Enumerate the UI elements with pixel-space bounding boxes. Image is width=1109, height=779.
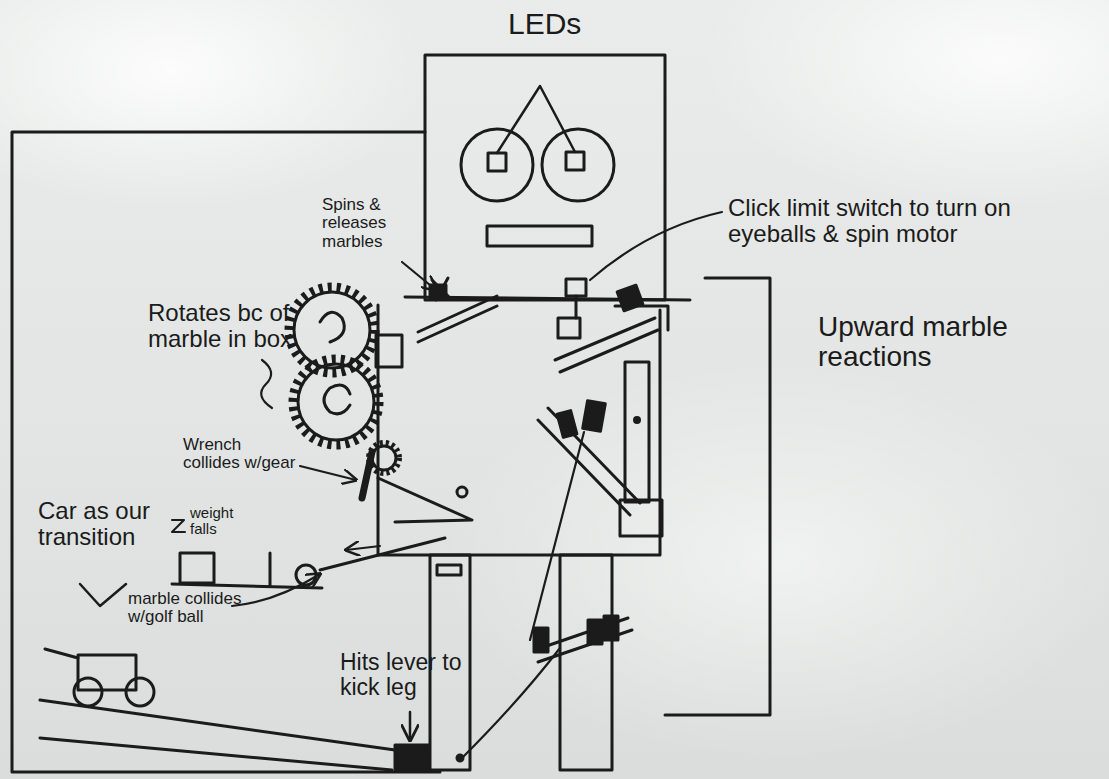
rotation-arrow: [320, 312, 344, 342]
led-wire: [497, 86, 575, 153]
lever-block: [395, 745, 429, 770]
robot-leg: [560, 555, 612, 770]
callout-label: Car as our transition: [38, 498, 178, 550]
car-wheel: [126, 678, 154, 706]
callout-label: Rotates bc of marble in box: [148, 300, 298, 352]
car-line: [45, 649, 78, 658]
ramp: [418, 306, 497, 342]
leg-part: [437, 565, 461, 575]
callout-label: Click limit switch to turn on eyeballs &…: [728, 195, 1088, 247]
ramp: [418, 296, 497, 332]
leader-arrow: [402, 262, 436, 290]
eye-circle: [542, 129, 614, 201]
leader-arrow: [80, 584, 126, 606]
bracket: [665, 278, 770, 715]
robot-mouth: [487, 226, 592, 246]
callout-label: marble collides w/golf ball: [128, 590, 256, 627]
pivot-dot: [457, 755, 463, 761]
weight-box: [180, 553, 214, 583]
motor-block: [617, 285, 643, 311]
domino: [534, 628, 548, 652]
domino: [557, 411, 577, 438]
direction-arrow: [346, 546, 380, 550]
robot-body: [378, 305, 660, 555]
car-ramp: [40, 700, 395, 770]
callout-label: weight falls: [190, 505, 252, 537]
wrench: [362, 452, 372, 498]
upward-column: [625, 362, 649, 502]
marble: [457, 487, 467, 497]
catch-box: [620, 500, 662, 536]
gear-teeth: [293, 359, 379, 445]
marble: [635, 418, 640, 423]
car-wheel: [74, 678, 102, 706]
limit-switch: [566, 279, 586, 296]
callout-label: Hits lever to kick leg: [340, 650, 480, 700]
callout-label: Wrench collides w/gear: [183, 436, 301, 473]
eye-led: [566, 152, 584, 170]
rotation-arrow: [324, 385, 350, 414]
marble-box: [376, 335, 402, 367]
leader-arrow: [300, 466, 356, 480]
marble-box: [558, 318, 580, 338]
robot-head: [425, 55, 665, 300]
string-line: [530, 432, 584, 640]
eye-circle: [461, 129, 533, 201]
section-label: Upward marble reactions: [818, 312, 1058, 372]
domino: [583, 401, 606, 432]
pull-string: [462, 648, 560, 758]
leader-arrow: [232, 574, 320, 606]
scribble-mark: [172, 520, 185, 532]
leader-line: [261, 360, 272, 408]
domino: [588, 620, 602, 644]
small-gear: [372, 446, 396, 470]
gear: [298, 364, 374, 440]
switch-stem: [575, 296, 578, 318]
eye-led: [488, 153, 506, 171]
ramp: [555, 318, 658, 372]
leader-line: [590, 212, 722, 280]
upright-post: [269, 553, 272, 586]
callout-label: Spins & releases marbles: [322, 196, 422, 251]
ramp: [378, 478, 472, 522]
led-label: LEDs: [508, 8, 608, 40]
leader-arrow: [409, 712, 412, 740]
ramp: [320, 538, 445, 570]
